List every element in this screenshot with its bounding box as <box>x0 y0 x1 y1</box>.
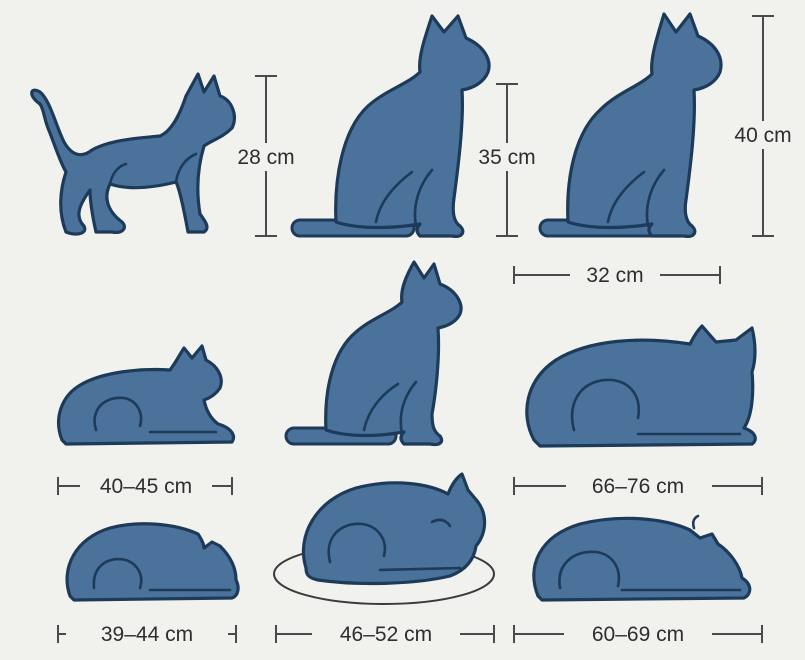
sleeping-cat-large-width-label: 60–69 cm <box>592 623 684 646</box>
loaf-cat-large-figure <box>527 326 755 446</box>
curled-cat-round-figure <box>274 474 494 604</box>
sitting-cat-center-figure <box>286 262 461 445</box>
sitting-cat-large-width-label: 32 cm <box>586 264 643 287</box>
curled-cat-round-width-label: 46–52 cm <box>340 623 432 646</box>
sitting-cat-large-height-label: 40 cm <box>734 124 791 147</box>
sitting-cat-large-figure <box>540 14 721 236</box>
sitting-cat-medium-figure <box>292 16 489 236</box>
sleeping-cat-small-figure <box>67 524 238 600</box>
sitting-cat-medium-height-label: 35 cm <box>478 146 535 169</box>
sleeping-cat-small-width-label: 39–44 cm <box>101 623 193 646</box>
loaf-cat-large-width-label: 66–76 cm <box>592 475 684 498</box>
walking-cat-height-label: 28 cm <box>237 146 294 169</box>
walking-cat-figure <box>32 74 235 234</box>
loaf-cat-small-figure <box>59 346 234 444</box>
loaf-cat-small-width-label: 40–45 cm <box>100 475 192 498</box>
sleeping-cat-large-figure <box>534 516 750 600</box>
